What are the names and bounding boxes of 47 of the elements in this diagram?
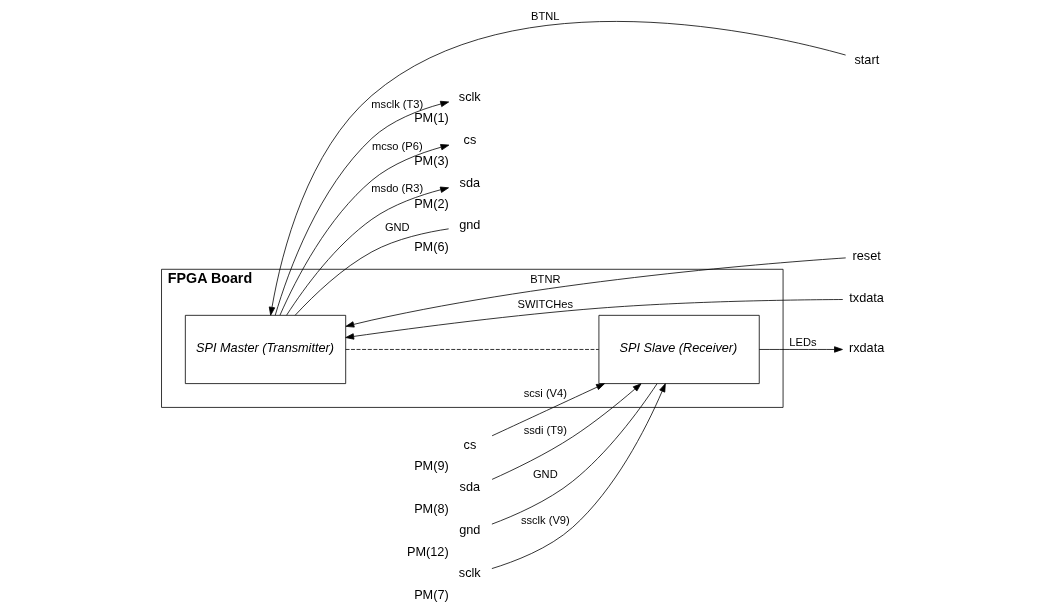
- node-label: PM(7): [414, 587, 449, 602]
- edge-label: BTNL: [531, 10, 560, 23]
- arrow: [491, 383, 666, 569]
- arrow: [286, 186, 449, 316]
- arrow: [345, 257, 847, 328]
- edge-label: mcso (P6): [371, 140, 423, 153]
- connector: [491, 383, 658, 525]
- node-text: gnd: [459, 218, 481, 233]
- edge-label: LEDs: [789, 336, 817, 349]
- edge-label: ssclk (V9): [520, 514, 570, 527]
- arrow: [274, 100, 450, 316]
- edge-label: BTNR: [530, 272, 561, 285]
- edge-label: msdo (R3): [371, 182, 424, 195]
- arrow: [758, 346, 843, 353]
- node-text: sda: [459, 175, 481, 190]
- edge-label: msclk (T3): [371, 97, 424, 110]
- node-label: PM(1): [414, 111, 449, 126]
- edge-label: SWITCHes: [517, 297, 574, 310]
- node-label: PM(3): [414, 154, 449, 169]
- node-text: txdata: [849, 291, 884, 306]
- edge-label: scsi (V4): [523, 387, 567, 400]
- connector: [345, 349, 600, 350]
- arrow: [491, 383, 642, 480]
- node-box: SPI Master (Transmitter): [184, 314, 347, 384]
- node-label: PM(9): [414, 458, 449, 473]
- node-text: cs: [463, 437, 477, 452]
- node-text: start: [854, 53, 880, 68]
- node-text: reset: [852, 248, 881, 263]
- node-label: PM(8): [414, 501, 449, 516]
- node-label: PM(12): [407, 544, 449, 559]
- edge-label: GND: [532, 468, 558, 481]
- edge-label: ssdi (T9): [523, 423, 567, 436]
- node-label: PM(2): [414, 197, 449, 212]
- edge-label: GND: [384, 221, 410, 234]
- arrow: [268, 21, 846, 316]
- node-text: sclk: [458, 89, 481, 104]
- node-label: PM(6): [414, 239, 449, 254]
- node-text: rxdata: [848, 341, 885, 356]
- node-box: SPI Slave (Receiver): [598, 314, 760, 384]
- node-text: sclk: [458, 566, 481, 581]
- node-text: gnd: [459, 523, 481, 538]
- node-text: cs: [463, 132, 477, 147]
- connector: [294, 228, 449, 316]
- arrow: [345, 299, 844, 340]
- arrow: [491, 383, 605, 437]
- node-text: sda: [459, 480, 481, 495]
- arrow: [279, 144, 450, 316]
